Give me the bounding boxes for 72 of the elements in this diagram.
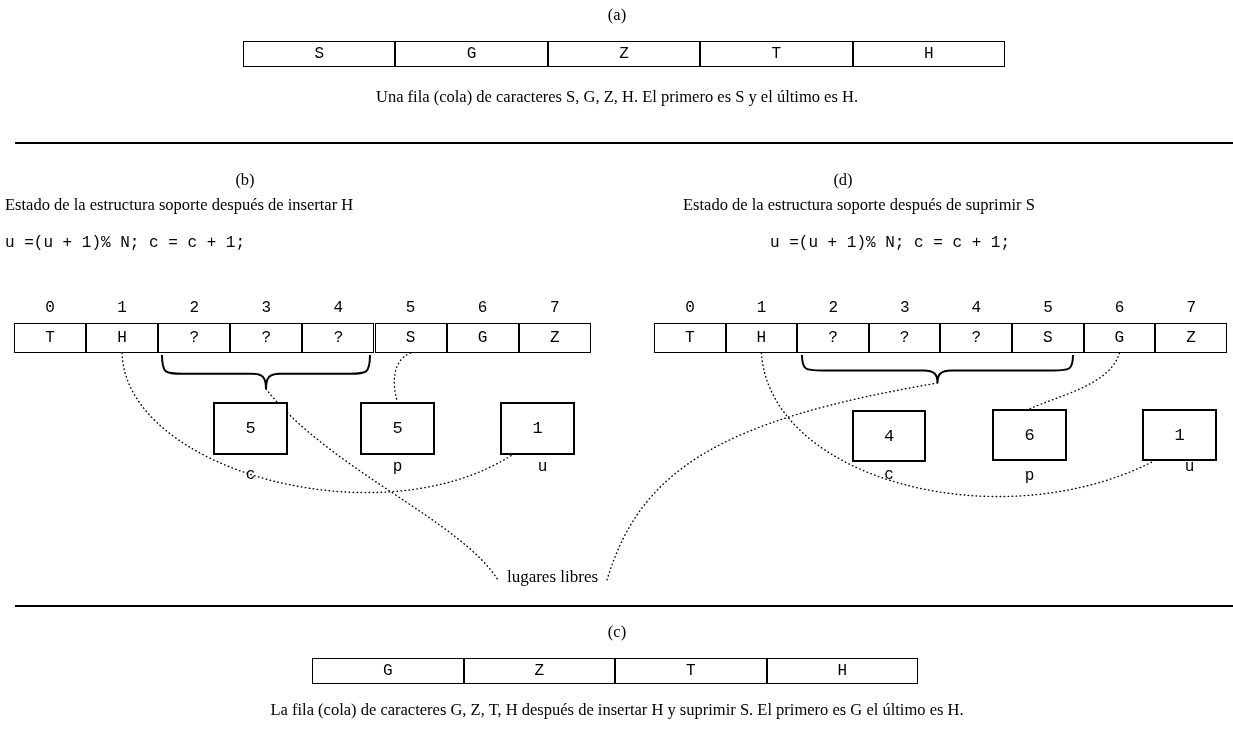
array-cell: Z: [547, 41, 701, 67]
curly-brace: [160, 355, 372, 389]
array-cell: H: [725, 323, 798, 353]
array-cell: T: [615, 658, 767, 684]
index-number: 6: [1114, 299, 1125, 317]
note-text: lugares libres: [500, 566, 605, 588]
variable-name: u: [1184, 458, 1195, 476]
array-cell: G: [395, 41, 548, 67]
array-cell: ?: [868, 323, 941, 353]
index-number: 5: [405, 299, 416, 317]
array-cell: S: [243, 41, 396, 67]
variable-name: u: [537, 458, 548, 476]
index-number: 2: [189, 299, 199, 317]
array-cell: G: [1083, 323, 1156, 353]
index-number: 4: [333, 299, 344, 317]
variable-name: p: [392, 458, 403, 476]
array-cell: ?: [797, 323, 869, 353]
code-line: u =(u + 1)% N; c = c + 1;: [770, 234, 1011, 252]
array-cell: S: [1012, 323, 1084, 353]
array-cell: H: [86, 323, 159, 353]
variable-name: c: [884, 466, 894, 484]
index-number: 1: [117, 299, 127, 317]
variable-name: p: [1024, 467, 1035, 485]
array-cell: ?: [940, 323, 1012, 353]
panel-label: (d): [833, 170, 853, 190]
variable-box: 5: [213, 402, 288, 455]
index-number: 0: [45, 299, 55, 317]
leader-line: [606, 382, 939, 581]
curly-brace: [800, 355, 1075, 383]
leader-line: [1028, 352, 1121, 410]
index-number: 4: [971, 299, 982, 317]
panel-label: (a): [607, 5, 627, 25]
array-cell: ?: [158, 323, 231, 353]
array-cell: ?: [230, 323, 303, 353]
index-number: 3: [261, 299, 272, 317]
leader-line: [760, 352, 1155, 498]
index-number: 0: [685, 299, 695, 317]
array-cell: Z: [463, 658, 615, 684]
variable-name: c: [245, 466, 256, 484]
array-cell: G: [446, 323, 519, 353]
heading-text: Estado de la estructura soporte después de suprimir S: [683, 195, 1035, 215]
array-cell: T: [700, 41, 853, 67]
array-cell: Z: [518, 323, 591, 353]
index-number: 3: [900, 299, 910, 317]
array-cell: H: [852, 41, 1005, 67]
leader-line: [265, 388, 499, 581]
caption-text: Una fila (cola) de caracteres S, G, Z, H. El primero es S y el último es H.: [376, 87, 858, 107]
array-cell: G: [312, 658, 464, 684]
index-number: 2: [828, 299, 838, 317]
index-number: 5: [1043, 299, 1053, 317]
index-number: 7: [549, 299, 560, 317]
index-number: 6: [477, 299, 488, 317]
array-cell: ?: [302, 323, 375, 353]
panel-label: (c): [607, 622, 627, 642]
array-cell: S: [374, 323, 447, 353]
array-cell: H: [766, 658, 918, 684]
code-line: u =(u + 1)% N; c = c + 1;: [5, 234, 246, 252]
array-cell: T: [654, 323, 726, 353]
leader-line: [121, 352, 513, 494]
index-number: 7: [1186, 299, 1196, 317]
variable-box: 1: [1142, 409, 1217, 461]
leader-line: [393, 352, 412, 403]
variable-box: 4: [852, 410, 926, 462]
variable-box: 5: [360, 402, 435, 455]
heading-text: Estado de la estructura soporte después de insertar H: [5, 195, 354, 215]
variable-box: 1: [500, 402, 575, 455]
array-cell: Z: [1155, 323, 1227, 353]
caption-text: La fila (cola) de caracteres G, Z, T, H después de insertar H y suprimir S. El primero es G el último es H.: [270, 700, 964, 720]
variable-box: 6: [992, 409, 1067, 461]
panel-label: (b): [235, 170, 255, 190]
index-number: 1: [756, 299, 767, 317]
array-cell: T: [14, 323, 87, 353]
